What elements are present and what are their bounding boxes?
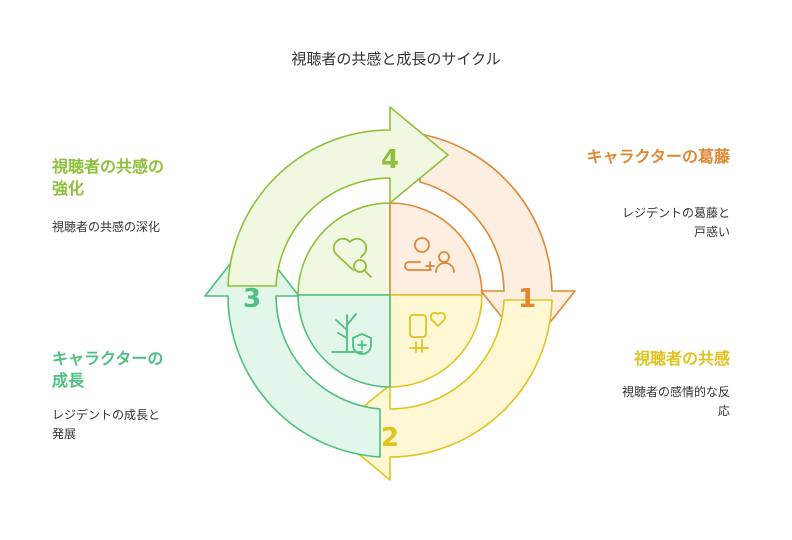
- label-empathy-reinforcement: 視聴者の共感の 強化: [52, 156, 232, 200]
- label-character-conflict-desc: レジデントの葛藤と 戸惑い: [550, 204, 730, 242]
- desc-line: 戸惑い: [693, 225, 730, 239]
- label-empathy-reinforcement-heading-line1: 視聴者の共感の: [52, 157, 165, 176]
- label-character-growth-desc: レジデントの成長と 発展: [52, 406, 232, 444]
- arrow-segment-green: [204, 235, 381, 458]
- tree-shield-icon: [331, 313, 372, 355]
- inner-quadrant-top-right: [389, 202, 483, 296]
- label-viewer-empathy-heading: 視聴者の共感: [633, 349, 730, 368]
- desc-line: レジデントの葛藤と: [621, 206, 730, 220]
- diagram-title: 視聴者の共感と成長のサイクル: [291, 50, 501, 68]
- label-character-conflict-heading: キャラクターの葛藤: [586, 147, 730, 166]
- label-viewer-empathy-desc: 視聴者の感情的な反 応: [550, 383, 730, 421]
- desc-line: 応: [717, 404, 730, 418]
- label-empathy-reinforcement-desc: 視聴者の共感の深化: [52, 218, 232, 237]
- conflict-people-icon: [404, 237, 455, 273]
- desc-line: 視聴者の共感の深化: [52, 220, 161, 234]
- desc-line: 発展: [52, 427, 77, 441]
- label-character-growth-heading-line1: キャラクターの: [52, 349, 164, 368]
- label-character-conflict: キャラクターの葛藤: [550, 146, 730, 168]
- label-character-growth: キャラクターの 成長: [52, 348, 232, 392]
- inner-quadrant-bottom-right: [389, 294, 483, 388]
- desc-line: 視聴者の感情的な反: [621, 385, 730, 399]
- inner-quadrant-top-left: [297, 202, 391, 296]
- label-empathy-reinforcement-heading-line2: 強化: [52, 179, 85, 198]
- arrow-segment-orange: [419, 133, 576, 351]
- label-viewer-empathy: 視聴者の共感: [550, 348, 730, 370]
- inner-quadrant-bottom-left: [297, 294, 391, 388]
- arrow-number-4: 4: [381, 145, 399, 175]
- heart-search-icon: [332, 237, 372, 278]
- arrow-segment-yellow: [331, 299, 553, 481]
- desc-line: レジデントの成長と: [52, 408, 161, 422]
- label-character-growth-heading-line2: 成長: [52, 371, 85, 390]
- arrow-number-3: 3: [243, 284, 261, 314]
- arrow-number-2: 2: [381, 423, 399, 453]
- arrow-number-1: 1: [518, 284, 536, 314]
- tablet-heart-icon: [409, 311, 447, 353]
- arrow-segment-lime: [227, 106, 449, 287]
